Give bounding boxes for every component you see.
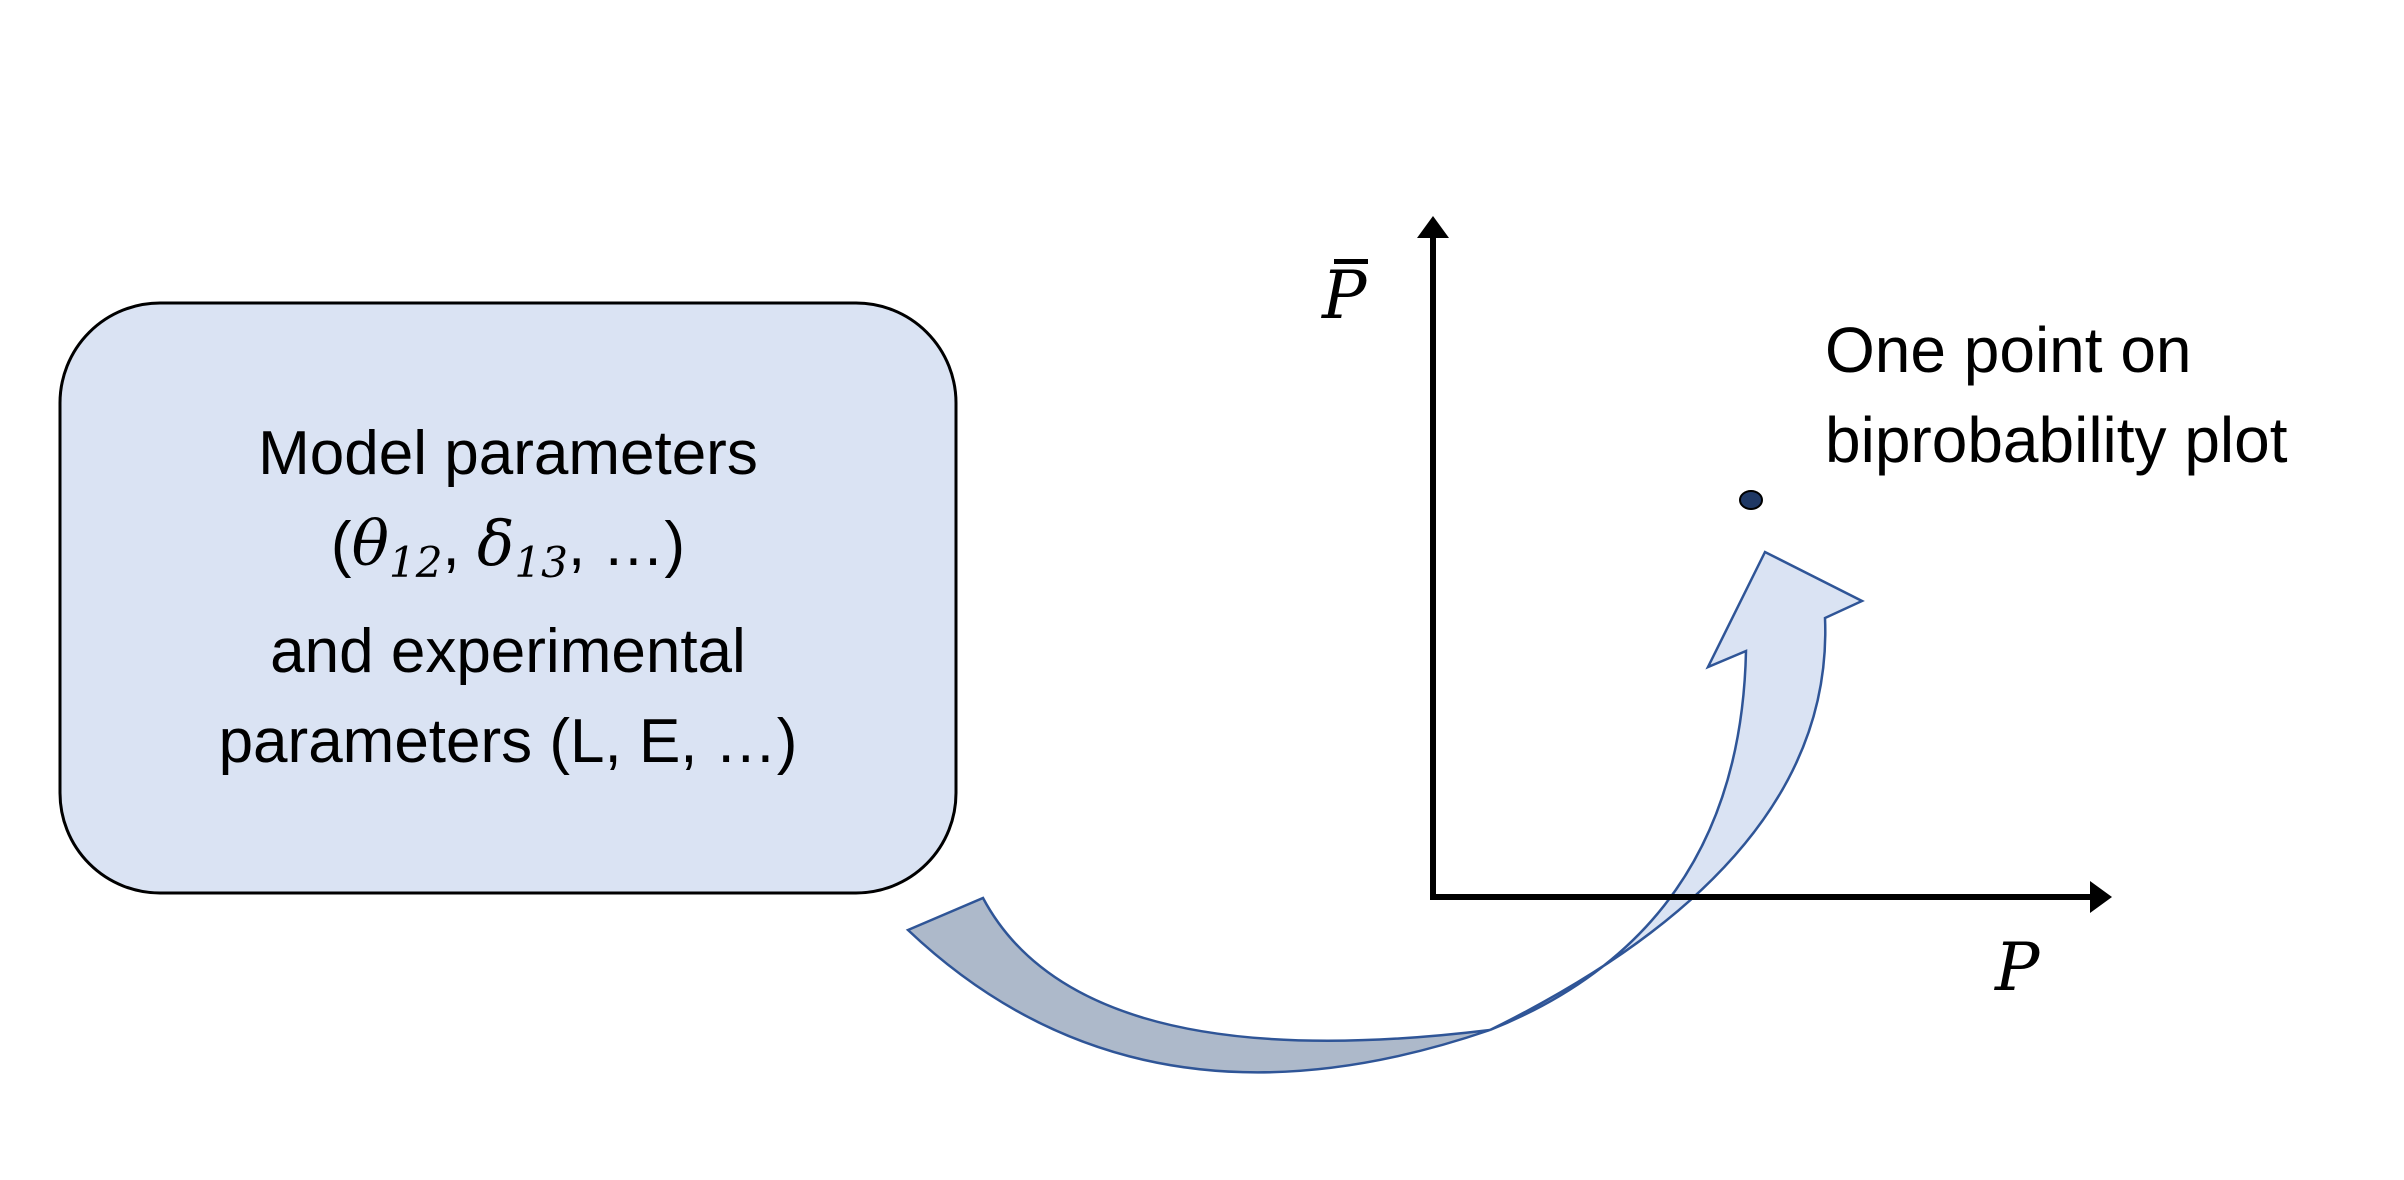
parameters-box-text: Model parameters (θ12, δ13, …) and exper… bbox=[60, 303, 956, 893]
box-line-model-parameters: Model parameters bbox=[258, 418, 758, 488]
x-axis-arrowhead bbox=[2090, 881, 2112, 913]
point-annotation-line1: One point on bbox=[1825, 314, 2192, 386]
box-line-math-parameters: (θ12, δ13, …) bbox=[331, 499, 685, 608]
box-line-and-experimental: and experimental bbox=[270, 617, 746, 687]
x-axis-label: P bbox=[1995, 929, 2040, 1006]
y-axis-label: P bbox=[1322, 257, 1367, 334]
math-tail: , …) bbox=[567, 509, 686, 579]
delta-subscript: 13 bbox=[514, 537, 568, 587]
theta-subscript: 12 bbox=[388, 537, 443, 587]
delta-symbol: δ bbox=[477, 506, 515, 580]
y-axis-arrowhead bbox=[1417, 216, 1449, 238]
parameters-box bbox=[58, 301, 958, 895]
y-axis-label-bar bbox=[1334, 259, 1368, 264]
point-annotation: One point on biprobability plot bbox=[1825, 305, 2288, 485]
plot-point bbox=[1739, 490, 1763, 510]
theta-symbol: θ bbox=[351, 506, 389, 580]
arrow-tail-band bbox=[905, 896, 1491, 1074]
math-open-paren: ( bbox=[330, 509, 352, 579]
box-line-experimental-parameters: parameters (L, E, …) bbox=[218, 707, 798, 777]
point-annotation-line2: biprobability plot bbox=[1825, 404, 2288, 476]
arrow-head-band bbox=[1489, 550, 1865, 1032]
math-comma: , bbox=[442, 509, 477, 579]
